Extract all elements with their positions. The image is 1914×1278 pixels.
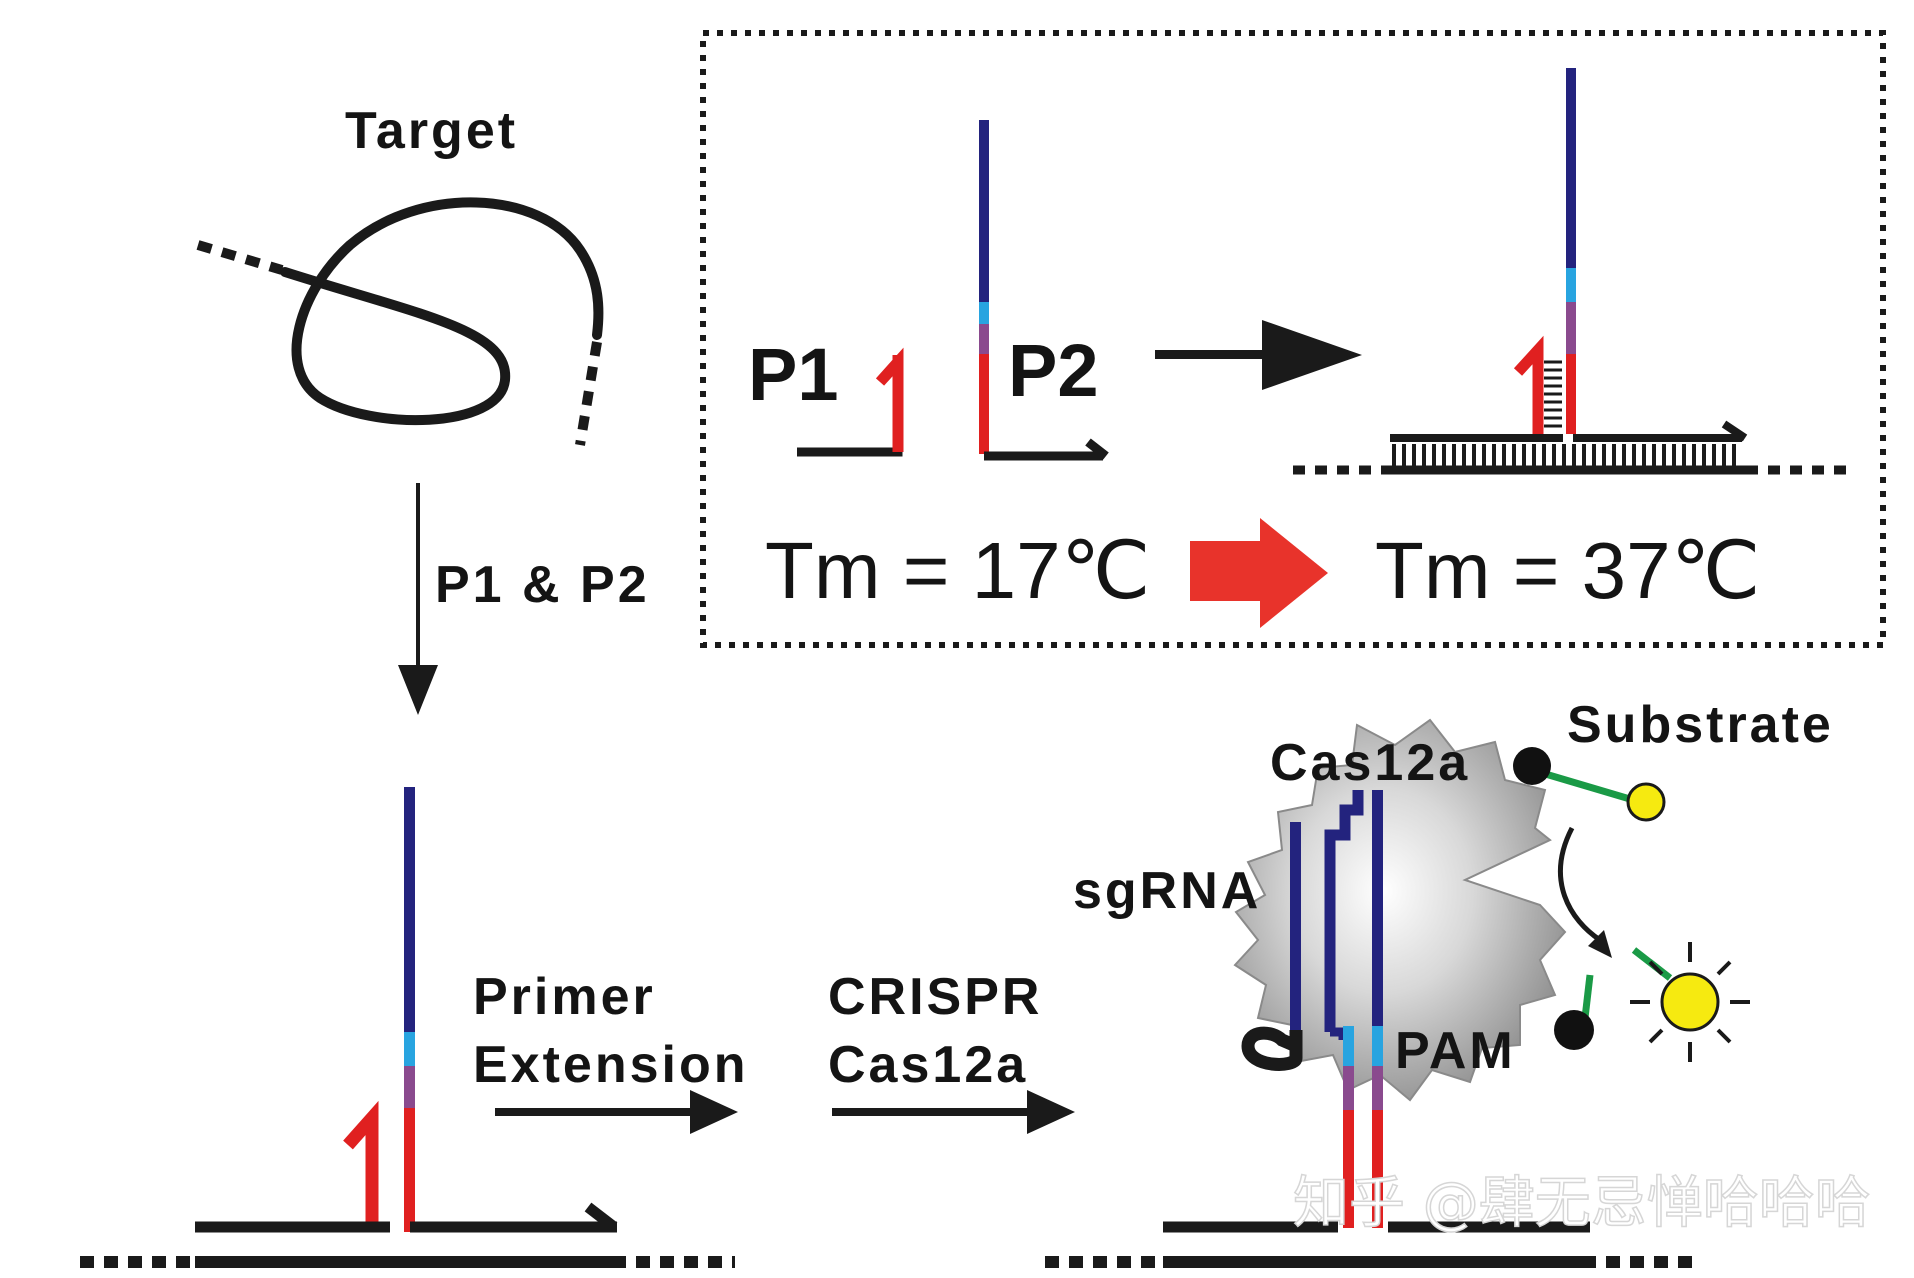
quencher-dot bbox=[1513, 747, 1551, 785]
p1p2-arrow: P1 & P2 bbox=[398, 483, 650, 715]
cas12a-complex: Cas12a sgRNA PAM bbox=[1045, 718, 1700, 1268]
extended-product bbox=[80, 787, 735, 1268]
p1p2-label: P1 & P2 bbox=[435, 556, 650, 614]
p1-label: P1 bbox=[748, 333, 839, 416]
target-strand-in-cas bbox=[1324, 790, 1364, 1032]
substrate-label: Substrate bbox=[1567, 696, 1834, 754]
crispr-label-1: CRISPR bbox=[828, 968, 1042, 1026]
p2-label: P2 bbox=[1008, 329, 1099, 412]
hybrid-base-pairs bbox=[1544, 360, 1562, 428]
pam-label: PAM bbox=[1395, 1022, 1516, 1080]
primer-extension-step: Primer Extension bbox=[473, 968, 749, 1134]
primer-extension-label-1: Primer bbox=[473, 968, 656, 1026]
target-group: Target bbox=[196, 102, 604, 446]
primer-design-box: P1 P2 bbox=[700, 30, 1886, 648]
cleaved-quencher-dot bbox=[1554, 1010, 1594, 1050]
cas12a-protein-shape bbox=[1233, 718, 1567, 1102]
hybridize-arrow bbox=[1155, 320, 1362, 390]
cas12a-label: Cas12a bbox=[1270, 734, 1470, 792]
primer-extension-label-2: Extension bbox=[473, 1036, 749, 1094]
tm-red-arrow bbox=[1190, 518, 1328, 628]
p2-primer bbox=[979, 120, 1109, 461]
crispr-label-2: Cas12a bbox=[828, 1036, 1028, 1094]
target-dna-loop bbox=[280, 197, 604, 426]
sgrna-label: sgRNA bbox=[1073, 862, 1261, 920]
target-label: Target bbox=[345, 102, 518, 160]
target-dashed-ends bbox=[196, 240, 602, 446]
sgrna-hairpin bbox=[1241, 1026, 1303, 1071]
cleavage-arrow bbox=[1558, 826, 1602, 943]
hybrid-complex bbox=[1293, 68, 1848, 475]
tm-high-label: Tm = 37℃ bbox=[1375, 526, 1761, 615]
crispr-step: CRISPR Cas12a bbox=[828, 968, 1075, 1134]
p1-primer bbox=[797, 347, 904, 457]
fluorescence-sun-icon bbox=[1630, 942, 1750, 1062]
fluorophore-dot bbox=[1626, 782, 1666, 822]
tm-low-label: Tm = 17℃ bbox=[765, 526, 1151, 615]
substrate-reporter: Substrate bbox=[1513, 696, 1834, 1062]
watermark: 知乎 @肆无忌惮哈哈哈 bbox=[1293, 1171, 1871, 1236]
